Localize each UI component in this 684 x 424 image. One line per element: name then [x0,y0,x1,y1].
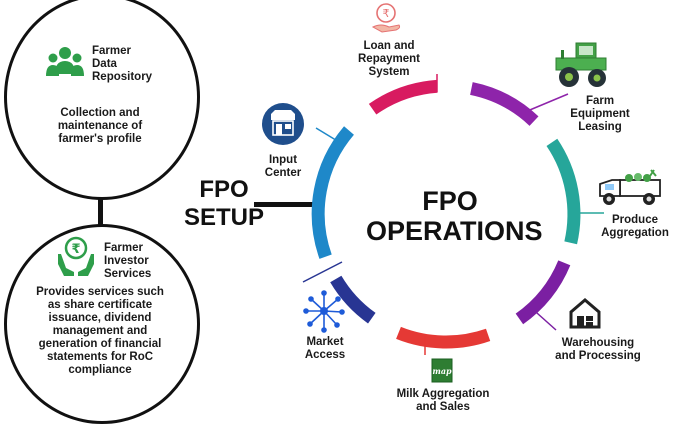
rupee-hand-icon: ₹ [371,3,401,33]
fpo-setup-title: FPO SETUP [184,176,265,231]
loan-segment [368,79,438,115]
input-center-label: Input Center [264,154,302,179]
milk-segment [396,326,491,349]
farmer-group-icon [46,47,84,76]
farmer-data-description: Collection and maintenance of farmer's p… [57,107,143,145]
tractor-icon [555,42,607,87]
investor-services-circle [4,224,200,424]
loan-repayment-label: Loan and Repayment System [358,40,420,78]
svg-text:₹: ₹ [383,7,390,20]
input-segment [311,126,354,259]
equipment-leader [524,93,569,113]
investor-description: Provides services such as share certific… [36,286,164,376]
warehousing-label: Warehousing and Processing [555,337,641,362]
produce-truck-icon [599,169,661,205]
rupee-symbol: ₹ [71,242,80,257]
equipment-segment [469,82,539,126]
store-icon [262,103,304,145]
produce-aggregation-label: Produce Aggregation [601,214,669,239]
farmer-data-title: Farmer Data Repository [92,45,153,83]
rupee-hands-icon: ₹ [58,236,94,276]
produce-segment [546,138,581,245]
warehouse-segment [515,260,571,325]
market-access-label: Market Access [304,336,346,361]
farm-equipment-label: Farm Equipment Leasing [570,95,630,133]
market-segment [330,275,376,324]
map-logo-text: map [432,366,452,376]
network-icon [303,290,345,333]
setup-operations-connector [254,202,322,207]
investor-title: Farmer Investor Services [104,242,152,280]
vertical-connector [98,196,103,228]
warehouse-icon [569,298,601,329]
warehouse-leader [527,304,557,331]
map-logo-icon: map [431,358,453,383]
milk-aggregation-label: Milk Aggregation and Sales [396,388,490,413]
input-leader [315,127,345,146]
fpo-operations-title: FPO OPERATIONS [366,186,543,246]
farmer-data-circle [4,0,200,200]
market-leader [302,261,343,283]
